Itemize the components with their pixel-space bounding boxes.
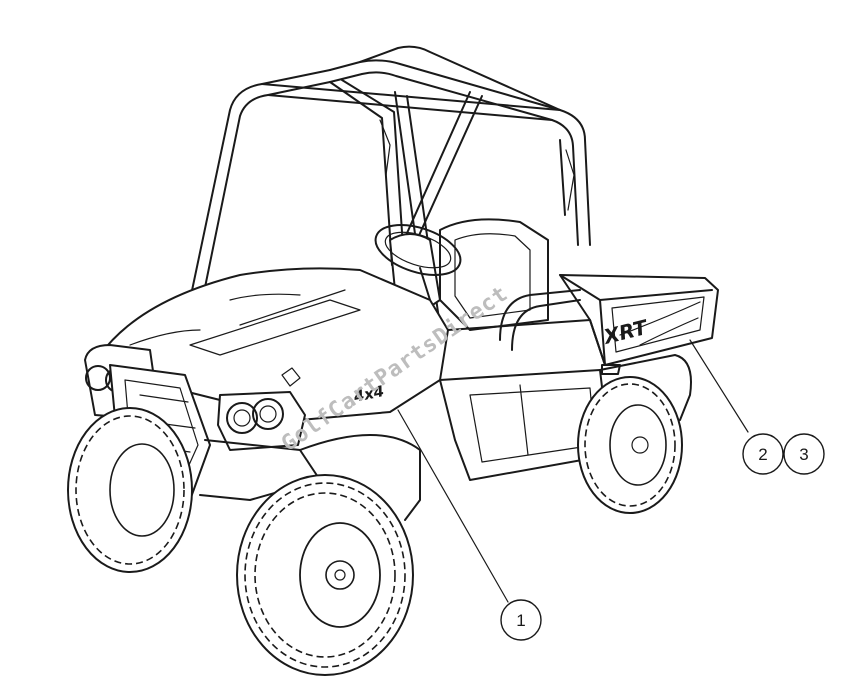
callout-3: 3 (783, 433, 825, 475)
front-right-wheel (236, 474, 414, 676)
callout-label: 1 (516, 611, 525, 630)
callout-label: 3 (799, 445, 808, 464)
callout-circle (783, 433, 825, 475)
callout-circle (500, 599, 542, 641)
callout-label: 2 (758, 445, 767, 464)
callout-2: 2 (742, 433, 784, 475)
steering-wheel (374, 224, 462, 301)
leader-line-2 (689, 339, 749, 433)
cargo-bed: XRT (559, 274, 719, 375)
leader-lines (397, 339, 749, 603)
rear-wheel (577, 376, 683, 514)
callout-1: 1 (500, 599, 542, 641)
leader-line-1 (397, 409, 509, 603)
front-left-wheel (67, 407, 193, 573)
callout-circle (742, 433, 784, 475)
